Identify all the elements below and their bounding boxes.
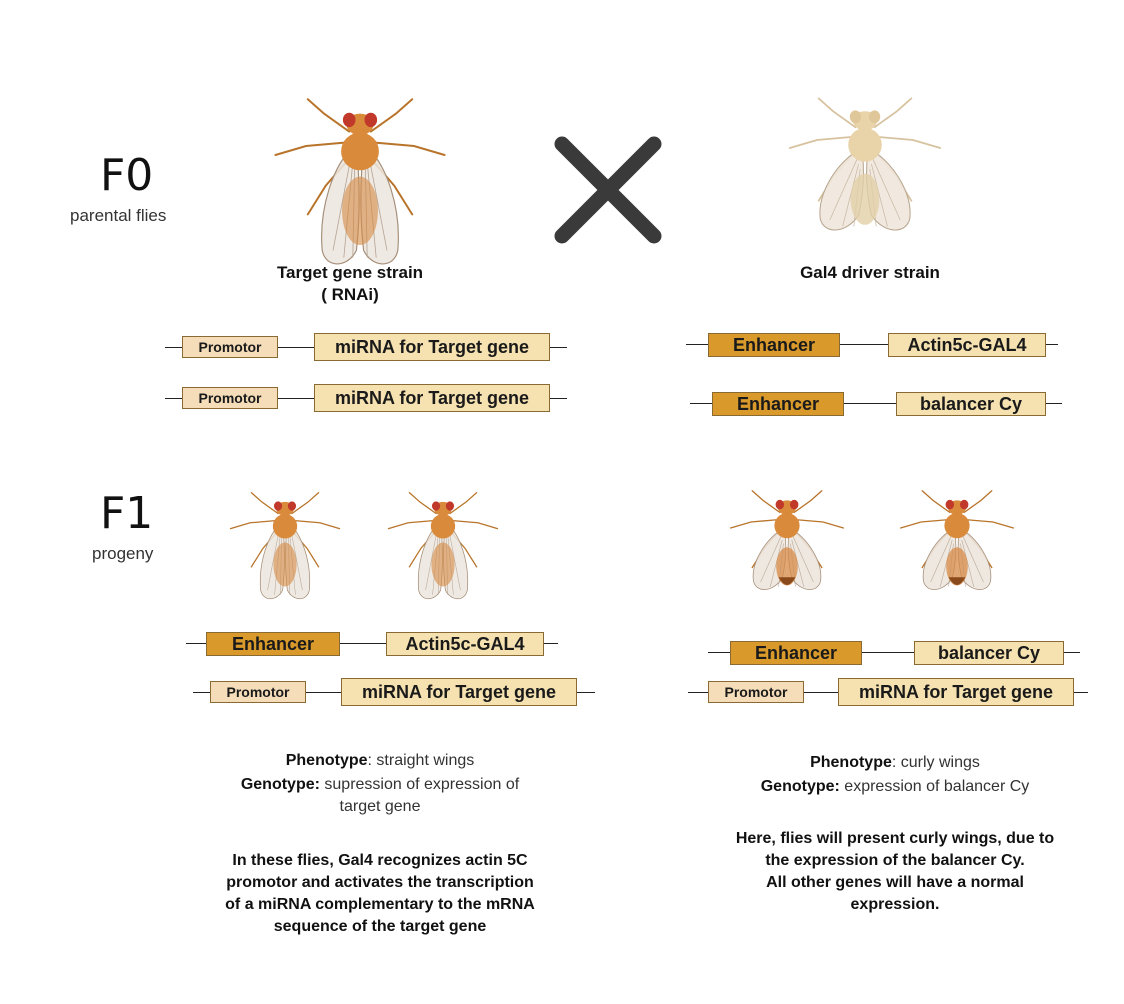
mirna-gene-box: miRNA for Target gene xyxy=(341,678,577,706)
enhancer-box: Enhancer xyxy=(206,632,340,656)
gal4-driver-strain-label: Gal4 driver strain xyxy=(750,262,990,284)
right-genotype: Genotype: expression of balancer Cy xyxy=(685,776,1105,798)
enhancer-box: Enhancer xyxy=(712,392,844,416)
f0-label: F0 xyxy=(100,150,153,201)
balancer-cy-box: balancer Cy xyxy=(896,392,1046,416)
progeny-curly-fly-2 xyxy=(892,486,1022,606)
target-gene-strain-line2: ( RNAi) xyxy=(230,284,470,306)
gal4-driver-strain-fly xyxy=(780,92,950,252)
f0-sublabel: parental flies xyxy=(70,206,166,226)
right-explanation-line: the expression of the balancer Cy. xyxy=(670,850,1120,872)
genotype-value-line1: supression of expression of xyxy=(320,776,519,793)
enhancer-box: Enhancer xyxy=(708,333,840,357)
f1-sublabel: progeny xyxy=(92,544,153,564)
promotor-box: Promotor xyxy=(182,387,278,409)
right-explanation: Here, flies will present curly wings, du… xyxy=(670,828,1120,916)
genotype-value: expression of balancer Cy xyxy=(840,778,1029,795)
cross-icon xyxy=(548,130,668,250)
f1-label: F1 xyxy=(100,488,153,539)
mirna-gene-box: miRNA for Target gene xyxy=(314,384,550,412)
target-gene-strain-fly xyxy=(265,92,455,272)
promotor-box: Promotor xyxy=(182,336,278,358)
actin5c-gal4-box: Actin5c-GAL4 xyxy=(386,632,544,656)
progeny-straight-fly-2 xyxy=(384,488,502,604)
right-explanation-line: All other genes will have a normal xyxy=(670,872,1120,894)
phenotype-value: : curly wings xyxy=(892,754,980,771)
mirna-gene-box: miRNA for Target gene xyxy=(314,333,550,361)
mirna-gene-box: miRNA for Target gene xyxy=(838,678,1074,706)
left-phenotype: Phenotype: straight wings xyxy=(170,750,590,772)
phenotype-label: Phenotype xyxy=(286,752,368,769)
progeny-straight-fly-1 xyxy=(226,488,344,604)
phenotype-value: : straight wings xyxy=(368,752,475,769)
balancer-cy-box: balancer Cy xyxy=(914,641,1064,665)
progeny-curly-fly-1 xyxy=(722,486,852,606)
target-gene-strain-label: Target gene strain ( RNAi) xyxy=(230,262,470,306)
left-genotype: Genotype: supression of expression of ta… xyxy=(170,774,590,818)
genotype-label: Genotype: xyxy=(761,778,840,795)
enhancer-box: Enhancer xyxy=(730,641,862,665)
left-explanation-line: In these flies, Gal4 recognizes actin 5C xyxy=(150,850,610,872)
genotype-label: Genotype: xyxy=(241,776,320,793)
promotor-box: Promotor xyxy=(210,681,306,703)
left-explanation: In these flies, Gal4 recognizes actin 5C… xyxy=(150,850,610,938)
left-explanation-line: of a miRNA complementary to the mRNA xyxy=(150,894,610,916)
right-phenotype: Phenotype: curly wings xyxy=(685,752,1105,774)
genotype-value-line2: target gene xyxy=(170,796,590,818)
promotor-box: Promotor xyxy=(708,681,804,703)
actin5c-gal4-box: Actin5c-GAL4 xyxy=(888,333,1046,357)
phenotype-label: Phenotype xyxy=(810,754,892,771)
target-gene-strain-line1: Target gene strain xyxy=(230,262,470,284)
left-explanation-line: sequence of the target gene xyxy=(150,916,610,938)
right-explanation-line: expression. xyxy=(670,894,1120,916)
left-explanation-line: promotor and activates the transcription xyxy=(150,872,610,894)
right-explanation-line: Here, flies will present curly wings, du… xyxy=(670,828,1120,850)
